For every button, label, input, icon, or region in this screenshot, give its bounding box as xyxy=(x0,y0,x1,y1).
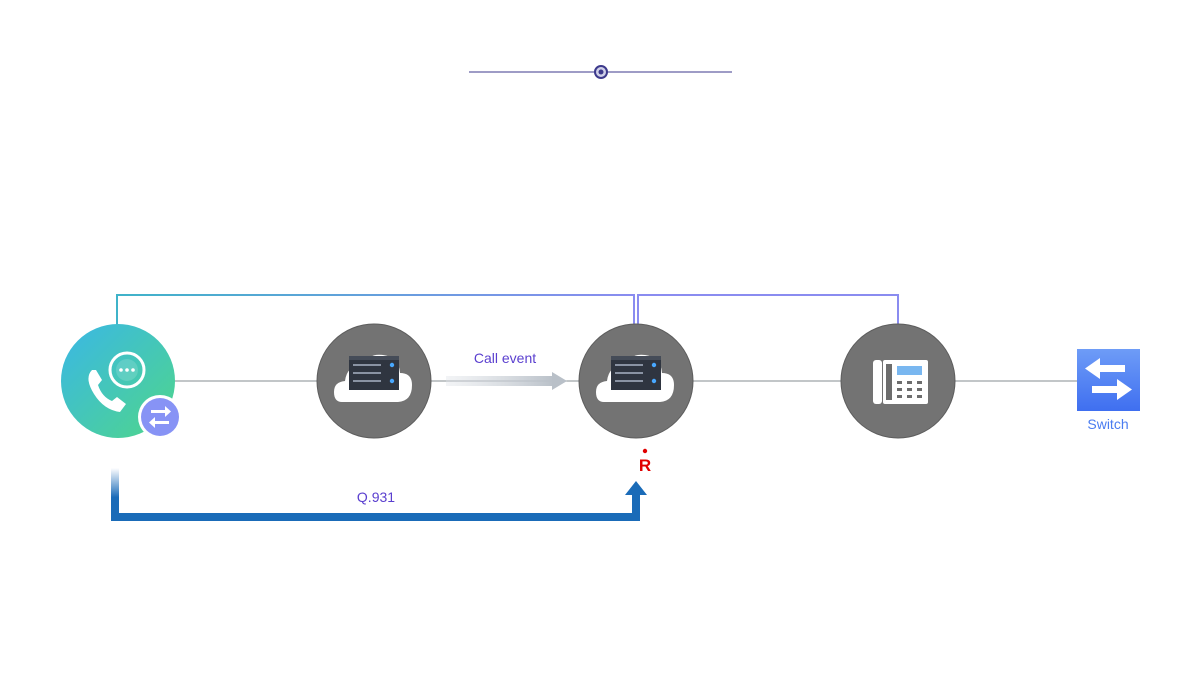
r-marker: R xyxy=(639,448,651,475)
cloud-server-node-1[interactable] xyxy=(316,323,432,439)
call-event-label: Call event xyxy=(474,350,536,366)
phone-chat-icon xyxy=(88,351,146,412)
cloud-server-icon xyxy=(334,354,412,402)
r-marker-label: R xyxy=(639,456,651,475)
transfer-badge[interactable] xyxy=(138,395,182,439)
cloud-server-node-2[interactable] xyxy=(578,323,694,439)
cloud-server-icon xyxy=(596,354,674,402)
switch-label: Switch xyxy=(1087,416,1128,432)
desk-phone-icon xyxy=(873,360,928,404)
top-link-line-left xyxy=(116,294,635,325)
top-link-line-right xyxy=(637,294,899,325)
transfer-arrows-icon xyxy=(149,406,171,428)
call-event-arrow xyxy=(446,372,567,390)
top-slider[interactable] xyxy=(469,65,732,79)
switch-node[interactable] xyxy=(1077,349,1140,411)
q931-label: Q.931 xyxy=(357,489,395,505)
desk-phone-node[interactable] xyxy=(840,323,956,439)
switch-arrows-icon xyxy=(1085,358,1132,400)
slider-handle-dot xyxy=(598,69,604,75)
q931-arrow xyxy=(111,468,647,521)
contact-center-node[interactable] xyxy=(61,324,182,439)
